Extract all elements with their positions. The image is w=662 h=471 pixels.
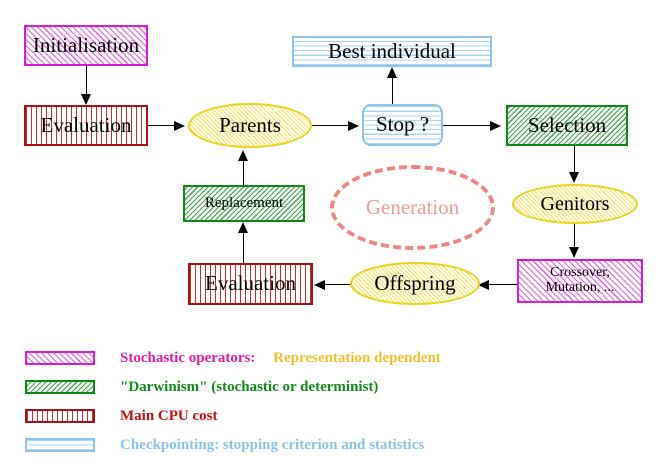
node-generation-label: Generation	[365, 195, 460, 219]
node-offspring[interactable]: Offspring	[350, 262, 480, 305]
legend-label-darwinism: "Darwinism" (stochastic or determinist)	[120, 378, 379, 395]
node-evaluation-top-label: Evaluation	[40, 112, 132, 137]
legend-text-checkpointing: Checkpointing: stopping criterion and st…	[120, 437, 424, 454]
legend-text-darwinism: "Darwinism" (stochastic or determinist)	[120, 379, 378, 396]
edge-genitors-to-crossover-line	[574, 224, 575, 248]
node-evaluation-top[interactable]: Evaluation	[24, 105, 148, 146]
node-crossover-mutation-label-line2: Mutation, ...	[545, 280, 615, 295]
node-best-individual[interactable]: Best individual	[292, 36, 492, 67]
edge-stop-to-selection-line	[443, 125, 493, 126]
legend: Stochastic operators: Representation dep…	[0, 340, 662, 460]
node-genitors-label: Genitors	[540, 192, 610, 215]
legend-swatch-magenta-diagonal-hatch	[25, 351, 95, 365]
node-initialisation[interactable]: Initialisation	[24, 25, 148, 66]
node-selection[interactable]: Selection	[506, 105, 628, 146]
edge-evaluation-to-parents-line	[148, 125, 182, 126]
legend-row-checkpointing: Checkpointing: stopping criterion and st…	[0, 432, 662, 458]
legend-swatch-red-vertical-hatch	[25, 409, 95, 423]
edge-parents-to-stop-line	[312, 125, 352, 126]
legend-label-main-cpu-cost: Main CPU cost	[120, 407, 218, 424]
edge-initialisation-to-evaluation-arrowhead	[81, 94, 91, 105]
node-best-individual-label: Best individual	[328, 38, 456, 63]
node-crossover-mutation[interactable]: Crossover, Mutation, ...	[517, 259, 643, 303]
node-stop[interactable]: Stop ?	[362, 104, 443, 146]
node-offspring-label: Offspring	[374, 270, 456, 295]
edge-stop-to-best-individual-arrowhead	[387, 67, 397, 78]
legend-row-darwinism: "Darwinism" (stochastic or determinist)	[0, 374, 662, 400]
edge-evaluation-to-replacement-arrowhead	[238, 222, 248, 233]
edge-crossover-to-offspring-line	[488, 284, 518, 285]
edge-genitors-to-crossover-arrowhead	[569, 247, 579, 258]
legend-text-main-cpu-cost: Main CPU cost	[120, 408, 218, 425]
node-crossover-mutation-label-line1: Crossover,	[550, 265, 610, 281]
edge-replacement-to-parents-line	[243, 161, 244, 186]
legend-text-stochastic-operators: Stochastic operators: Representation dep…	[120, 350, 441, 367]
legend-swatch-blue-horizontal-hatch	[25, 438, 95, 452]
edge-selection-to-genitors-line	[574, 146, 575, 173]
node-replacement-label: Replacement	[204, 194, 284, 211]
edge-crossover-to-offspring-arrowhead	[478, 280, 489, 290]
node-parents[interactable]: Parents	[188, 103, 312, 148]
node-evaluation-bottom-label: Evaluation	[205, 271, 296, 296]
legend-label-stochastic-operators: Stochastic operators:	[120, 349, 256, 366]
edge-replacement-to-parents-arrowhead	[238, 150, 248, 161]
legend-row-main-cpu-cost: Main CPU cost	[0, 403, 662, 429]
edge-selection-to-genitors-arrowhead	[569, 172, 579, 183]
edge-parents-to-stop-arrowhead	[348, 121, 359, 131]
node-parents-label: Parents	[219, 112, 281, 137]
edge-stop-to-selection-arrowhead	[490, 121, 501, 131]
legend-label-checkpointing: Checkpointing: stopping criterion and st…	[120, 436, 425, 453]
edge-initialisation-to-evaluation-line	[86, 66, 87, 96]
edge-stop-to-best-individual-line	[392, 78, 393, 105]
edge-offspring-to-evaluation-line	[324, 284, 352, 285]
edge-offspring-to-evaluation-arrowhead	[314, 280, 325, 290]
legend-row-stochastic-operators: Stochastic operators: Representation dep…	[0, 345, 662, 371]
node-evaluation-bottom[interactable]: Evaluation	[188, 263, 313, 305]
node-genitors[interactable]: Genitors	[512, 184, 638, 224]
node-generation-boundary: Generation	[330, 165, 495, 250]
edge-evaluation-to-parents-arrowhead	[174, 121, 185, 131]
node-replacement[interactable]: Replacement	[183, 185, 305, 222]
legend-label-representation-dependent: Representation dependent	[273, 349, 441, 366]
node-stop-label: Stop ?	[375, 112, 430, 137]
node-selection-label: Selection	[527, 112, 607, 137]
node-initialisation-label: Initialisation	[32, 32, 140, 57]
legend-swatch-green-diagonal-hatch	[25, 380, 95, 394]
edge-evaluation-to-replacement-line	[243, 233, 244, 264]
